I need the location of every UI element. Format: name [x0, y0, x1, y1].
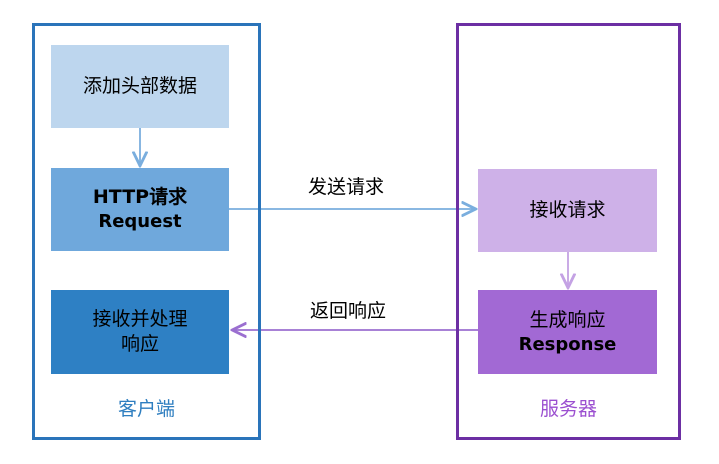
edge-label-return-response: 返回响应 — [309, 300, 386, 322]
client-group-label: 客户端 — [117, 398, 175, 420]
node-generate-response[interactable]: 生成响应 Response — [478, 290, 657, 374]
server-group-label: 服务器 — [539, 398, 597, 420]
node-receive-request-label: 接收请求 — [529, 199, 606, 221]
node-receive-and-process-response[interactable]: 接收并处理 响应 — [51, 290, 229, 374]
node-http-request-label-en: Request — [98, 211, 182, 232]
node-http-request[interactable]: HTTP请求 Request — [51, 168, 229, 251]
node-receive-response-line2: 响应 — [120, 333, 159, 355]
edge-label-send-request: 发送请求 — [307, 176, 384, 198]
server-group-container — [456, 23, 681, 440]
node-add-header-data[interactable]: 添加头部数据 — [51, 45, 229, 128]
client-group-container — [32, 23, 261, 440]
node-generate-response-label-cn: 生成响应 — [529, 308, 606, 331]
node-add-header-data-label: 添加头部数据 — [82, 75, 197, 97]
node-http-request-label-cn: HTTP请求 — [92, 186, 188, 208]
node-receive-request[interactable]: 接收请求 — [478, 169, 657, 252]
node-generate-response-label-en: Response — [518, 333, 617, 355]
node-receive-response-line1: 接收并处理 — [92, 308, 188, 330]
